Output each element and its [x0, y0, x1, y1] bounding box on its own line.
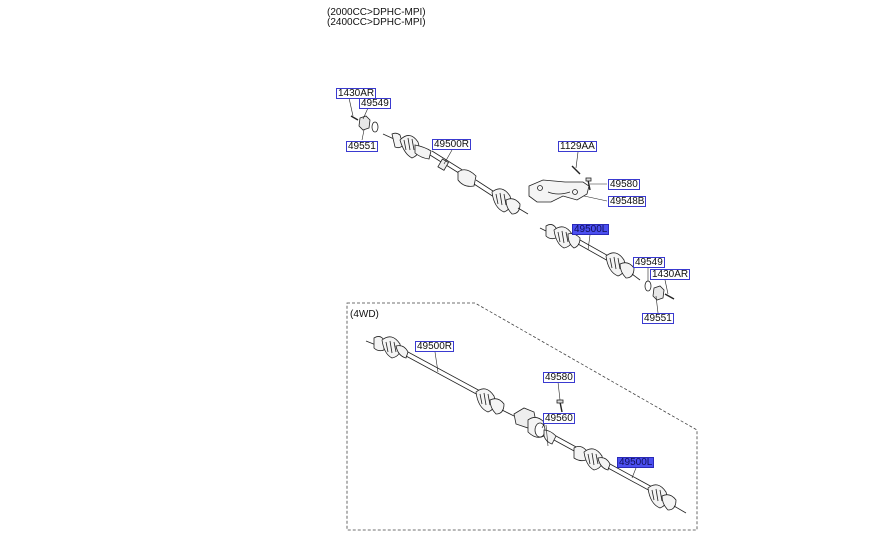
callout-1129aa[interactable]: 1129AA [558, 141, 597, 152]
drive-shaft-right-4wd [365, 336, 515, 417]
support-bracket [528, 165, 592, 203]
callout-leader-lines [348, 97, 669, 479]
engine-variant-line-1: (2000CC>DPHC-MPI) [327, 7, 426, 18]
engine-variant-line-2: (2400CC>DPHC-MPI) [327, 17, 426, 28]
section-4wd-label: (4WD) [350, 309, 379, 320]
callout-49549-top[interactable]: 49549 [359, 98, 391, 109]
drive-shaft-left-upper [539, 224, 641, 281]
callout-49500l-4wd[interactable]: 49500L [617, 457, 655, 468]
callout-1430ar-top[interactable]: 1430AR [336, 88, 377, 99]
callout-49551-top[interactable]: 49551 [346, 141, 378, 152]
drive-shaft-left-4wd [573, 446, 687, 514]
callout-49549-right[interactable]: 49549 [633, 257, 665, 268]
4wd-section-frame [346, 302, 698, 531]
hub-fasteners-right [644, 280, 675, 301]
callout-49500r-4wd[interactable]: 49500R [415, 341, 455, 352]
callout-49551-right[interactable]: 49551 [642, 313, 674, 324]
hub-fasteners-top-left [350, 115, 379, 133]
drive-shaft-right-upper [382, 132, 529, 215]
callout-49580-4wd[interactable]: 49580 [543, 372, 575, 383]
callout-49580-top[interactable]: 49580 [608, 179, 640, 190]
callout-49548b[interactable]: 49548B [608, 196, 647, 207]
callout-49560[interactable]: 49560 [543, 413, 575, 424]
callout-49500r-top[interactable]: 49500R [432, 139, 472, 150]
callout-1430ar-right[interactable]: 1430AR [650, 269, 691, 280]
callout-49500l-top[interactable]: 49500L [572, 224, 610, 235]
